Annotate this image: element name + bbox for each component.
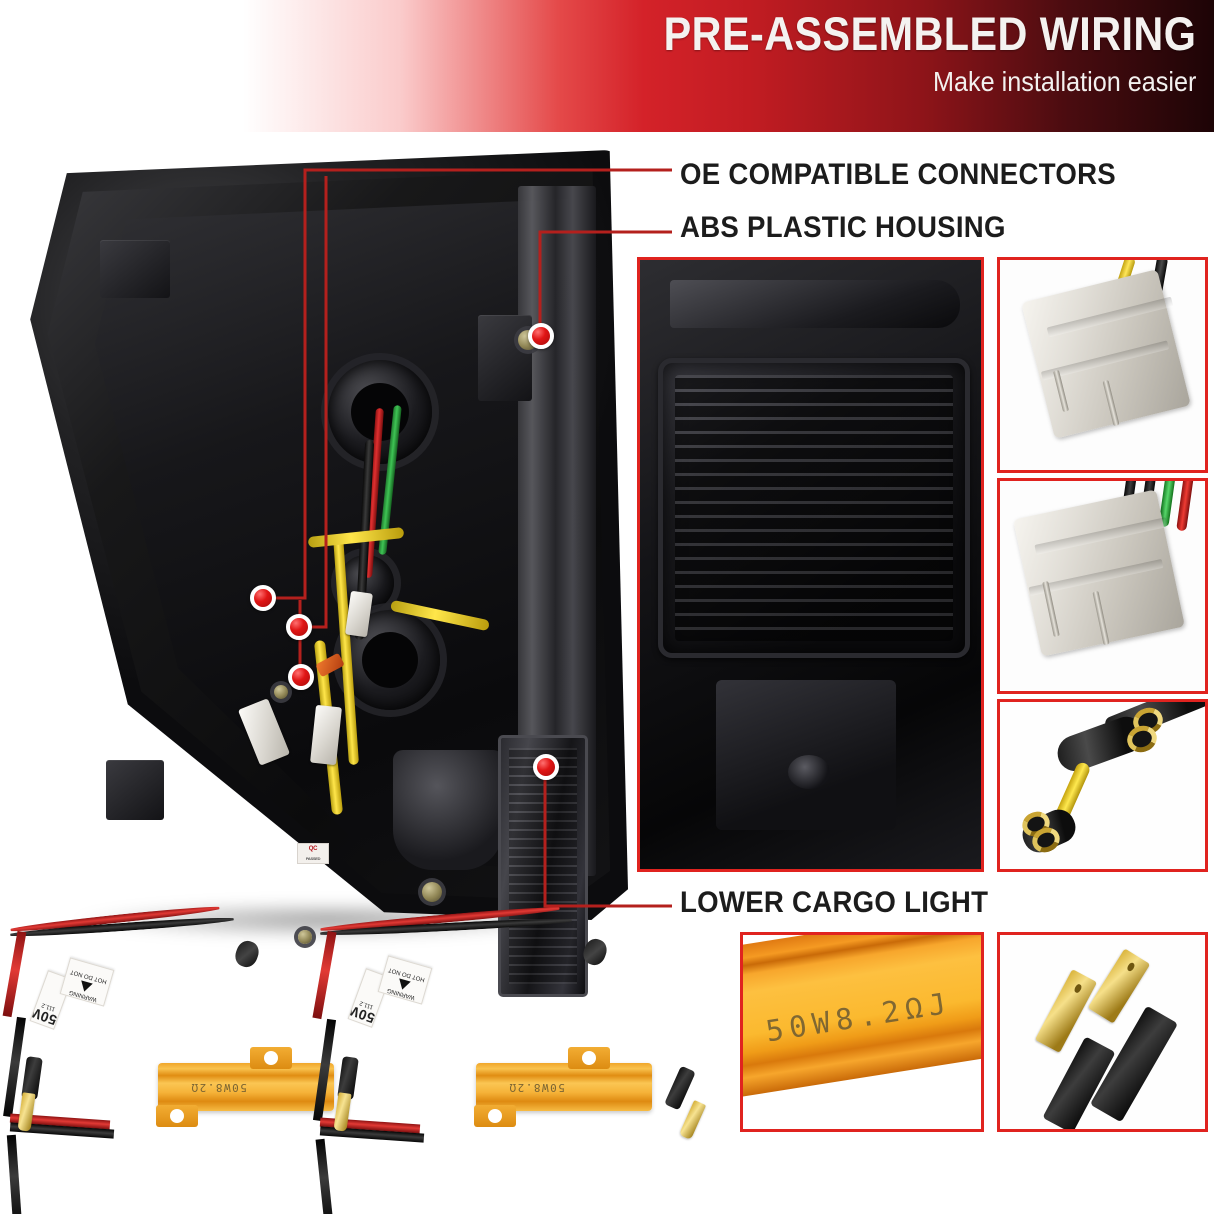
resistor1-mount-tab-right	[250, 1047, 292, 1069]
housing-screw-bottom	[422, 882, 442, 902]
resistor2-shrink-right	[664, 1065, 696, 1111]
resistor2-body	[476, 1063, 652, 1111]
housing-mount-tab-right	[478, 315, 532, 401]
callout-label-abs-plastic-housing: ABS PLASTIC HOUSING	[680, 211, 1006, 244]
resistor2-marking: 50W8.2Ω	[508, 1081, 565, 1094]
resistor1-lead-red-left	[2, 930, 27, 1018]
callout-label-lower-cargo-light: LOWER CARGO LIGHT	[680, 886, 989, 919]
cargo-lamp-mount-hole	[788, 755, 830, 789]
resistor2-mount-tab-right	[568, 1047, 610, 1069]
thumbnail-connector-4-pin[interactable]	[997, 478, 1208, 694]
marker-dot-connector-b	[286, 614, 312, 640]
connector-2-pin-scene	[1000, 260, 1205, 470]
housing-mount-tab-upper-left	[100, 240, 170, 298]
load-resistor-assembly-2: 50W8.2Ω 50W8 111.2 WARNING HOT DO NOT	[312, 915, 720, 1214]
spade-terminal-blade-right	[1087, 948, 1151, 1024]
connector-2-pin-body	[1021, 269, 1191, 439]
connector4-wire-red	[1176, 481, 1194, 532]
resistor1-mount-tab-left	[156, 1105, 198, 1127]
resistor2-mount-tab-left	[474, 1105, 516, 1127]
marker-dot-abs-housing	[528, 323, 554, 349]
resistor1-warning-label-2: WARNING HOT DO NOT	[59, 957, 115, 1007]
banner-subtitle: Make installation easier	[932, 66, 1196, 97]
qc-sticker-line2: PASSED	[305, 856, 321, 861]
qc-sticker-line1: QC	[308, 846, 318, 852]
connector-4-pin-scene	[1000, 481, 1205, 691]
cargo-lamp-lens	[658, 358, 970, 658]
header-banner: PRE-ASSEMBLED WIRING Make installation e…	[0, 0, 1214, 132]
marker-dot-cargo-light	[533, 754, 559, 780]
thumbnail-spade-terminals[interactable]	[997, 932, 1208, 1132]
main-product-photo: QC PASSED	[8, 140, 638, 997]
marker-dot-connector-a	[250, 585, 276, 611]
housing-screw-mid-left	[274, 685, 288, 699]
cargo-lamp-scene	[640, 260, 981, 869]
resistor-closeup-scene: 50W8.2ΩJ	[743, 935, 981, 1129]
load-resistor-assembly-1: 50W8.2Ω 50W8 111.2 WARNING HOT DO NOT	[2, 915, 350, 1214]
spade-terminal-scene	[1000, 935, 1205, 1129]
marker-dot-connector-c	[288, 664, 314, 690]
resistor2-spade-right	[678, 1099, 707, 1141]
resistor2-warning-label-2: WARNING HOT DO NOT	[377, 955, 433, 1005]
resistor2-lead-right-black	[315, 1138, 334, 1214]
resistor2-cable-knot	[580, 936, 610, 968]
resistor1-cable-knot	[232, 938, 262, 970]
qc-sticker: QC PASSED	[297, 843, 329, 864]
thumbnail-connector-2-pin[interactable]	[997, 257, 1208, 473]
resistor1-lead-right	[6, 1134, 23, 1214]
thumbnail-bullet-terminals[interactable]	[997, 699, 1208, 872]
reverse-lamp-housing	[393, 750, 503, 870]
callout-label-oe-compatible-connectors: OE COMPATIBLE CONNECTORS	[680, 158, 1116, 191]
cargo-lamp-fin	[670, 280, 960, 328]
header-banner-text-group: PRE-ASSEMBLED WIRING Make installation e…	[591, 6, 1196, 101]
thumbnail-resistor-closeup[interactable]: 50W8.2ΩJ	[740, 932, 984, 1132]
housing-screw-lower-left	[298, 930, 312, 944]
banner-title: PRE-ASSEMBLED WIRING	[663, 7, 1196, 60]
bullet-terminal-scene	[1000, 702, 1205, 869]
thumbnail-cargo-lamp-detail[interactable]	[637, 257, 984, 872]
resistor1-marking: 50W8.2Ω	[190, 1081, 247, 1094]
resistor1-body	[158, 1063, 334, 1111]
housing-mount-tab-lower-left	[106, 760, 164, 820]
